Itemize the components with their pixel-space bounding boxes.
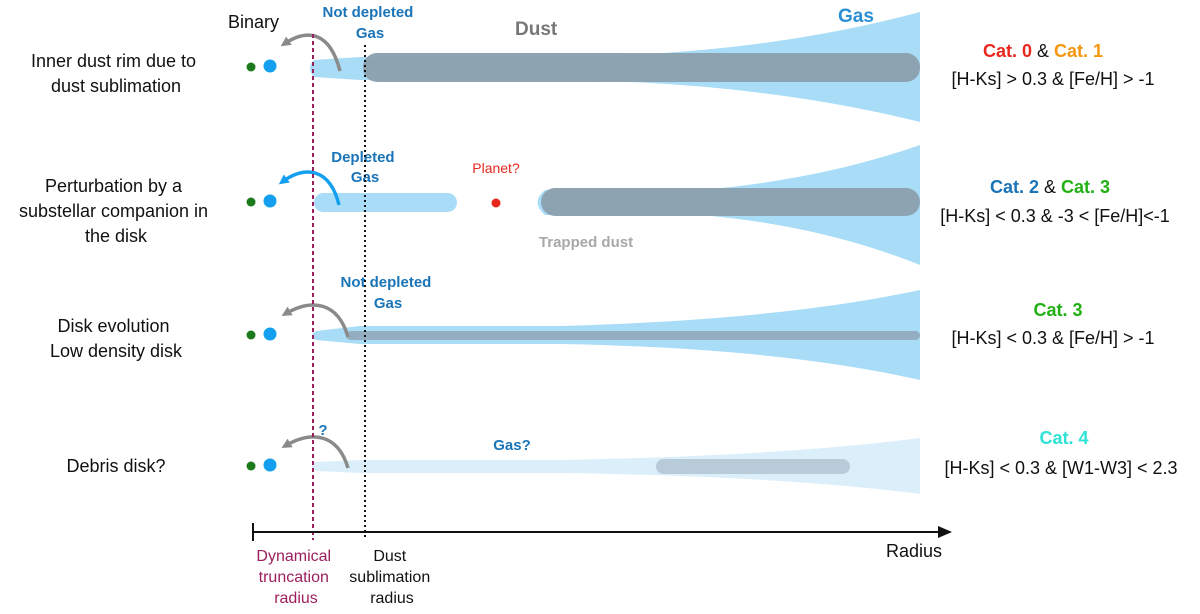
- gas-state-line: Gas: [356, 25, 384, 42]
- gas-state-line: Not depleted: [340, 274, 431, 291]
- binary-star-blue: [263, 458, 277, 472]
- row4-description: Debris disk?: [66, 456, 165, 476]
- category-part: Cat. 1: [1054, 41, 1103, 61]
- row2-description: Perturbation by a substellar companion i…: [19, 176, 213, 246]
- truncation-label-line: radius: [274, 590, 318, 607]
- row-substellar-companion: Perturbation by a substellar companion i…: [19, 145, 1170, 265]
- gas-state-label: Depleted Gas: [331, 149, 399, 186]
- sublimation-label-line: Dust: [373, 548, 406, 565]
- planet-dot: [491, 198, 501, 208]
- row2-description-line: substellar companion in: [19, 201, 208, 221]
- criteria-label: [H-Ks] < 0.3 & -3 < [Fe/H]<-1: [940, 206, 1170, 226]
- row-disk-evolution: Disk evolution Low density disk Not depl…: [50, 274, 1155, 380]
- row2-description-line: the disk: [85, 226, 148, 246]
- dust-label: Dust: [515, 19, 558, 40]
- binary-star-blue: [263, 194, 277, 208]
- dust-disk: [363, 53, 920, 82]
- category-part: &: [1032, 41, 1054, 61]
- row1-description-line: dust sublimation: [51, 76, 181, 96]
- truncation-label-line: Dynamical: [256, 548, 331, 565]
- category-label: Cat. 0 & Cat. 1: [983, 41, 1103, 61]
- migration-arrow-icon: [281, 435, 350, 469]
- binary-star-green: [246, 330, 256, 340]
- gas-label: Gas: [838, 6, 874, 27]
- gas-disk: [312, 438, 920, 494]
- dust-disk: [346, 331, 920, 340]
- migration-arrow-icon: [281, 303, 350, 338]
- binary-star-blue: [263, 327, 277, 341]
- migration-arrow-icon: [280, 33, 342, 72]
- category-label: Cat. 2 & Cat. 3: [990, 177, 1110, 197]
- trapped-dust-label: Trapped dust: [539, 234, 633, 251]
- question-mark-label: ?: [318, 422, 327, 439]
- category-label: Cat. 3: [1033, 300, 1082, 320]
- row3-description: Disk evolution Low density disk: [50, 316, 183, 361]
- binary-star-green: [246, 197, 256, 207]
- row1-description: Inner dust rim due to dust sublimation: [31, 51, 201, 96]
- category-part: Cat. 3: [1033, 300, 1082, 320]
- radius-axis-label: Radius: [886, 541, 942, 561]
- binary-star-green: [246, 62, 256, 72]
- category-label: Cat. 4: [1039, 428, 1088, 448]
- category-part: Cat. 4: [1039, 428, 1088, 448]
- row2-description-line: Perturbation by a: [45, 176, 183, 196]
- sublimation-label-line: radius: [370, 590, 414, 607]
- planet-label: Planet?: [472, 160, 520, 176]
- criteria-label: [H-Ks] > 0.3 & [Fe/H] > -1: [951, 69, 1154, 89]
- row-debris-disk: Debris disk? ? Gas? Cat. 4 [H-Ks] < 0.3 …: [66, 422, 1178, 494]
- gas-state-line: Gas: [351, 169, 379, 186]
- row1-description-line: Inner dust rim due to: [31, 51, 196, 71]
- row3-description-line: Disk evolution: [57, 316, 169, 336]
- gas-question-label: Gas?: [493, 437, 531, 454]
- gas-state-line: Gas: [374, 295, 402, 312]
- truncation-label-line: truncation: [259, 569, 329, 586]
- gas-state-label: Not depleted Gas: [340, 274, 435, 312]
- binary-label: Binary: [228, 12, 279, 32]
- row-inner-dust-rim: Inner dust rim due to dust sublimation N…: [31, 4, 1155, 122]
- category-part: Cat. 0: [983, 41, 1032, 61]
- criteria-label: [H-Ks] < 0.3 & [Fe/H] > -1: [951, 328, 1154, 348]
- gas-state-line: Not depleted: [322, 4, 413, 21]
- category-part: &: [1039, 177, 1061, 197]
- trapped-dust-disk: [541, 188, 920, 216]
- truncation-radius-label: Dynamical truncation radius: [256, 548, 335, 607]
- category-part: Cat. 3: [1061, 177, 1110, 197]
- migration-arrow-icon: [278, 170, 341, 206]
- inner-gas-disk: [314, 193, 457, 212]
- binary-star-green: [246, 461, 256, 471]
- sublimation-label-line: sublimation: [349, 569, 430, 586]
- binary-star-blue: [263, 59, 277, 73]
- gas-state-label: Not depleted Gas: [322, 4, 417, 42]
- category-part: Cat. 2: [990, 177, 1039, 197]
- row3-description-line: Low density disk: [50, 341, 183, 361]
- criteria-label: [H-Ks] < 0.3 & [W1-W3] < 2.3: [944, 458, 1177, 478]
- sublimation-radius-label: Dust sublimation radius: [349, 548, 434, 607]
- gas-state-line: Depleted: [331, 149, 394, 166]
- dust-ring: [656, 459, 850, 474]
